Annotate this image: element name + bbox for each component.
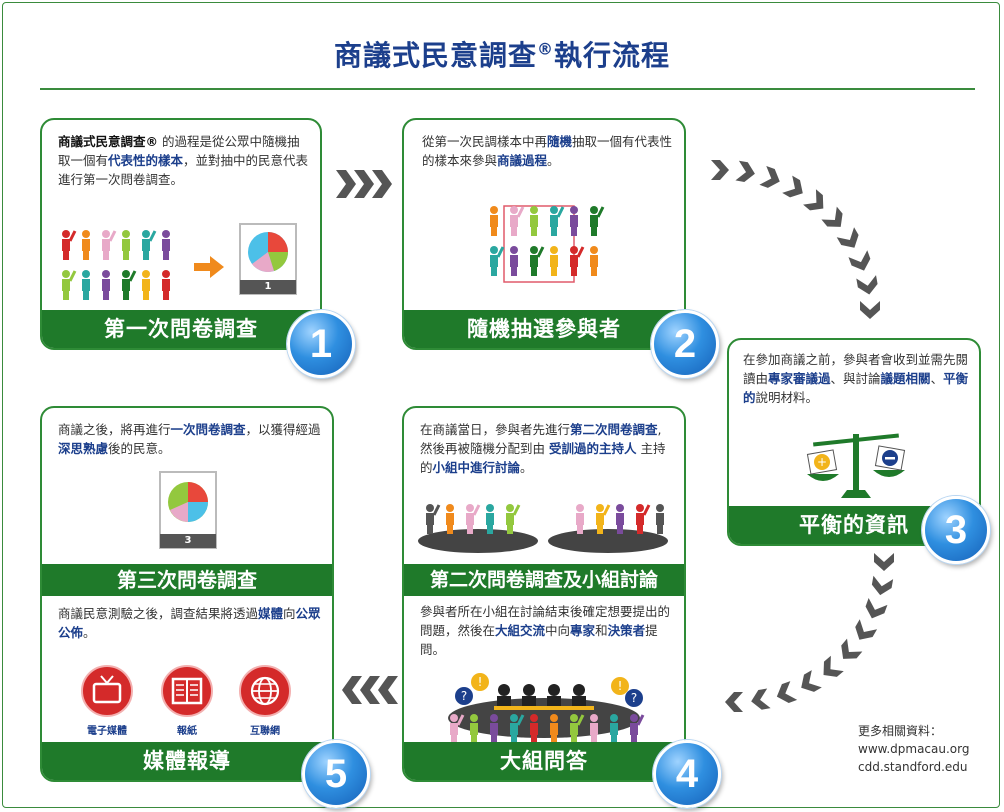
chevron-icon <box>342 676 398 704</box>
discussion-table-icon <box>418 504 668 553</box>
more-info-label: 更多相關資料： <box>858 724 943 738</box>
chevron-icon <box>711 160 880 319</box>
globe-icon <box>239 665 291 717</box>
newspaper-icon <box>161 665 213 717</box>
step-2-label: 隨機抽選參與者 <box>404 310 684 348</box>
svg-text:?: ? <box>631 691 637 705</box>
people-icon <box>62 230 170 300</box>
step-5-description: 商議之後，將再進行一次問卷調查，以獲得經過深思熟慮後的民意。 <box>58 422 321 456</box>
chevron-icon <box>336 170 392 198</box>
title-divider <box>40 88 975 90</box>
step-4-sub-label: 第二次問卷調查及小組討論 <box>404 564 684 596</box>
arrow-icon <box>194 256 224 278</box>
media-label-internet: 互聯網 <box>250 726 280 737</box>
discussion-table-icon: ? ! ! ? <box>448 673 645 744</box>
step-2-badge: 2 <box>651 310 719 378</box>
step-2-description: 從第一次民調樣本中再隨機抽取一個有代表性的樣本來參與商議過程。 <box>422 134 673 168</box>
scale-icon: + <box>806 433 906 498</box>
step-5-card: 商議之後，將再進行一次問卷調查，以獲得經過深思熟慮後的民意。 3 第三次問卷調查… <box>40 406 334 782</box>
people-icon <box>490 205 605 283</box>
step-4-badge: 4 <box>653 740 721 808</box>
svg-text:+: + <box>817 455 827 469</box>
survey-sheet-icon: 3 <box>158 470 220 554</box>
step-5-label: 媒體報導 <box>42 742 332 780</box>
step-4-description-2: 參與者所在小組在討論結束後確定想要提出的問題，然後在大組交流中向專家和決策者提問… <box>420 604 671 657</box>
step-1-description: 商議式民意調查® 的過程是從公眾中隨機抽取一個有代表性的樣本，並對抽中的民意代表… <box>58 134 309 187</box>
step-3-description: 在參加商議之前，參與者會收到並需先閱讀由專家審議過、與討論議題相關、平衡的說明材… <box>743 352 969 405</box>
media-label-tv: 電子媒體 <box>87 726 127 737</box>
more-info: 更多相關資料： www.dpmacau.org cdd.standford.ed… <box>858 722 970 776</box>
svg-text:?: ? <box>461 689 467 703</box>
svg-text:!: ! <box>478 675 483 689</box>
step-2-card: 從第一次民調樣本中再隨機抽取一個有代表性的樣本來參與商議過程。 隨機抽選參與者 <box>402 118 686 350</box>
step-4-label: 大組問答 <box>404 742 684 780</box>
step-4-card: 在商議當日，參與者先進行第二次問卷調查, 然後再被隨機分配到由 受訓過的主持人 … <box>402 406 686 782</box>
more-info-link-1[interactable]: www.dpmacau.org <box>858 742 970 756</box>
step-4-description: 在商議當日，參與者先進行第二次問卷調查, 然後再被隨機分配到由 受訓過的主持人 … <box>420 422 666 475</box>
tv-icon <box>81 665 133 717</box>
step-5-sub-label: 第三次問卷調查 <box>42 564 332 596</box>
step-1-badge: 1 <box>287 310 355 378</box>
svg-text:!: ! <box>618 679 623 693</box>
step-3-badge: 3 <box>922 496 990 564</box>
survey-sheet-icon: 1 <box>238 222 300 298</box>
sheet-number: 3 <box>184 535 192 546</box>
media-label-newspaper: 報紙 <box>177 726 197 737</box>
page-title: 商議式民意調查®執行流程 <box>333 39 671 72</box>
step-5-badge: 5 <box>302 740 370 808</box>
step-5-description-2: 商議民意測驗之後，調查結果將透過媒體向公眾公佈。 <box>58 606 321 640</box>
more-info-link-2[interactable]: cdd.standford.edu <box>858 760 968 774</box>
sheet-number: 1 <box>264 281 272 292</box>
chevron-icon <box>725 553 894 712</box>
step-1-label: 第一次問卷調查 <box>42 310 320 348</box>
step-1-card: 商議式民意調查® 的過程是從公眾中隨機抽取一個有代表性的樣本，並對抽中的民意代表… <box>40 118 322 350</box>
